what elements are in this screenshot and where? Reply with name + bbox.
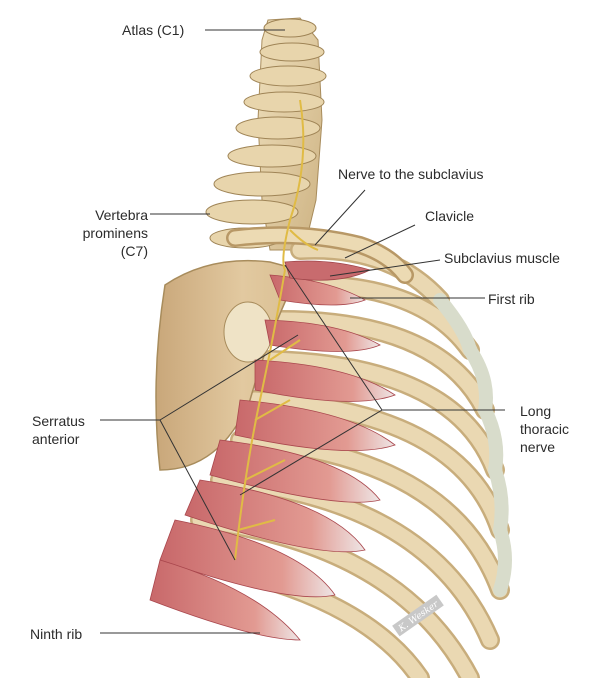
label-long-line3: nerve: [520, 439, 556, 455]
clavicle: [226, 226, 414, 284]
label-vertebra-line1: Vertebra: [95, 207, 148, 223]
label-nerve-subclavius: Nerve to the subclavius: [338, 166, 484, 182]
cervical-spine: [205, 17, 327, 251]
label-serratus-line1: Serratus: [32, 413, 85, 429]
label-vertebra-line3: (C7): [120, 243, 148, 259]
serratus-anterior-muscle: [149, 274, 396, 641]
label-serratus-anterior: Serratus anterior: [32, 412, 85, 448]
label-ninth-rib: Ninth rib: [30, 626, 83, 642]
label-long-line2: thoracic: [520, 421, 570, 437]
label-first-rib: First rib: [488, 291, 535, 307]
scapula: [155, 259, 302, 471]
rib-cage: [170, 239, 512, 678]
label-subclavius-muscle: Subclavius muscle: [444, 250, 560, 266]
label-serratus-line2: anterior: [32, 431, 80, 447]
leader-lines: [100, 29, 505, 634]
nerves: [234, 99, 319, 561]
label-atlas: Atlas (C1): [122, 22, 185, 38]
label-vertebra-line2: prominens: [82, 225, 148, 241]
label-clavicle: Clavicle: [425, 208, 475, 224]
label-long-thoracic-nerve: Long thoracic nerve: [520, 402, 569, 456]
label-vertebra-prominens: Vertebra prominens (C7): [60, 206, 148, 260]
label-long-line1: Long: [520, 403, 552, 419]
